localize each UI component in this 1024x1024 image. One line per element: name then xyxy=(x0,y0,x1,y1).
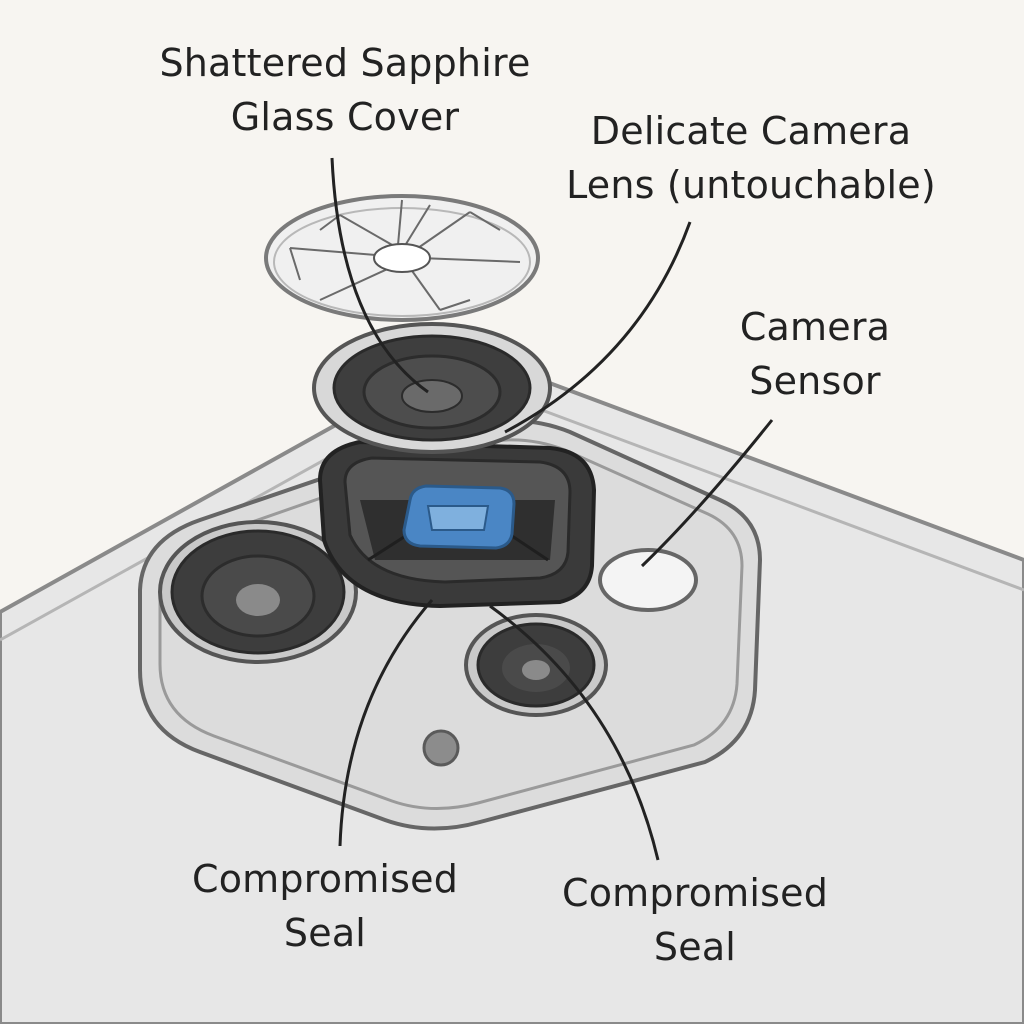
leader-seal-left xyxy=(338,599,434,847)
leader-seal-right xyxy=(489,604,660,861)
delicate-camera-lens-part xyxy=(312,322,552,454)
label-camera-lens-line1: Delicate Camera xyxy=(590,109,912,153)
camera-sensor-chip xyxy=(402,484,516,550)
left-camera-lens xyxy=(158,520,358,664)
lower-camera-lens xyxy=(464,613,608,717)
label-camera-sensor: Camera Sensor xyxy=(690,300,940,408)
label-seal-right: Compromised Seal xyxy=(530,866,860,974)
leader-glass-cover xyxy=(330,157,429,394)
label-camera-sensor-line2: Sensor xyxy=(749,359,881,403)
label-seal-left-line1: Compromised xyxy=(191,857,459,901)
label-seal-left: Compromised Seal xyxy=(160,852,490,960)
leader-camera-lens xyxy=(504,221,692,434)
label-glass-cover-line2: Glass Cover xyxy=(230,95,460,139)
leader-lines xyxy=(330,157,774,861)
label-glass-cover: Shattered Sapphire Glass Cover xyxy=(130,36,560,144)
label-camera-sensor-line1: Camera xyxy=(739,305,891,349)
flash-light xyxy=(598,548,698,612)
shattered-glass-cover xyxy=(264,194,540,322)
label-glass-cover-line1: Shattered Sapphire xyxy=(159,41,531,85)
label-camera-lens: Delicate Camera Lens (untouchable) xyxy=(536,104,966,212)
label-seal-right-line1: Compromised xyxy=(561,871,829,915)
label-seal-left-line2: Seal xyxy=(283,911,367,955)
leader-camera-sensor xyxy=(640,419,774,568)
label-camera-lens-line2: Lens (untouchable) xyxy=(566,163,936,207)
microphone-hole xyxy=(422,729,460,767)
label-seal-right-line2: Seal xyxy=(653,925,737,969)
